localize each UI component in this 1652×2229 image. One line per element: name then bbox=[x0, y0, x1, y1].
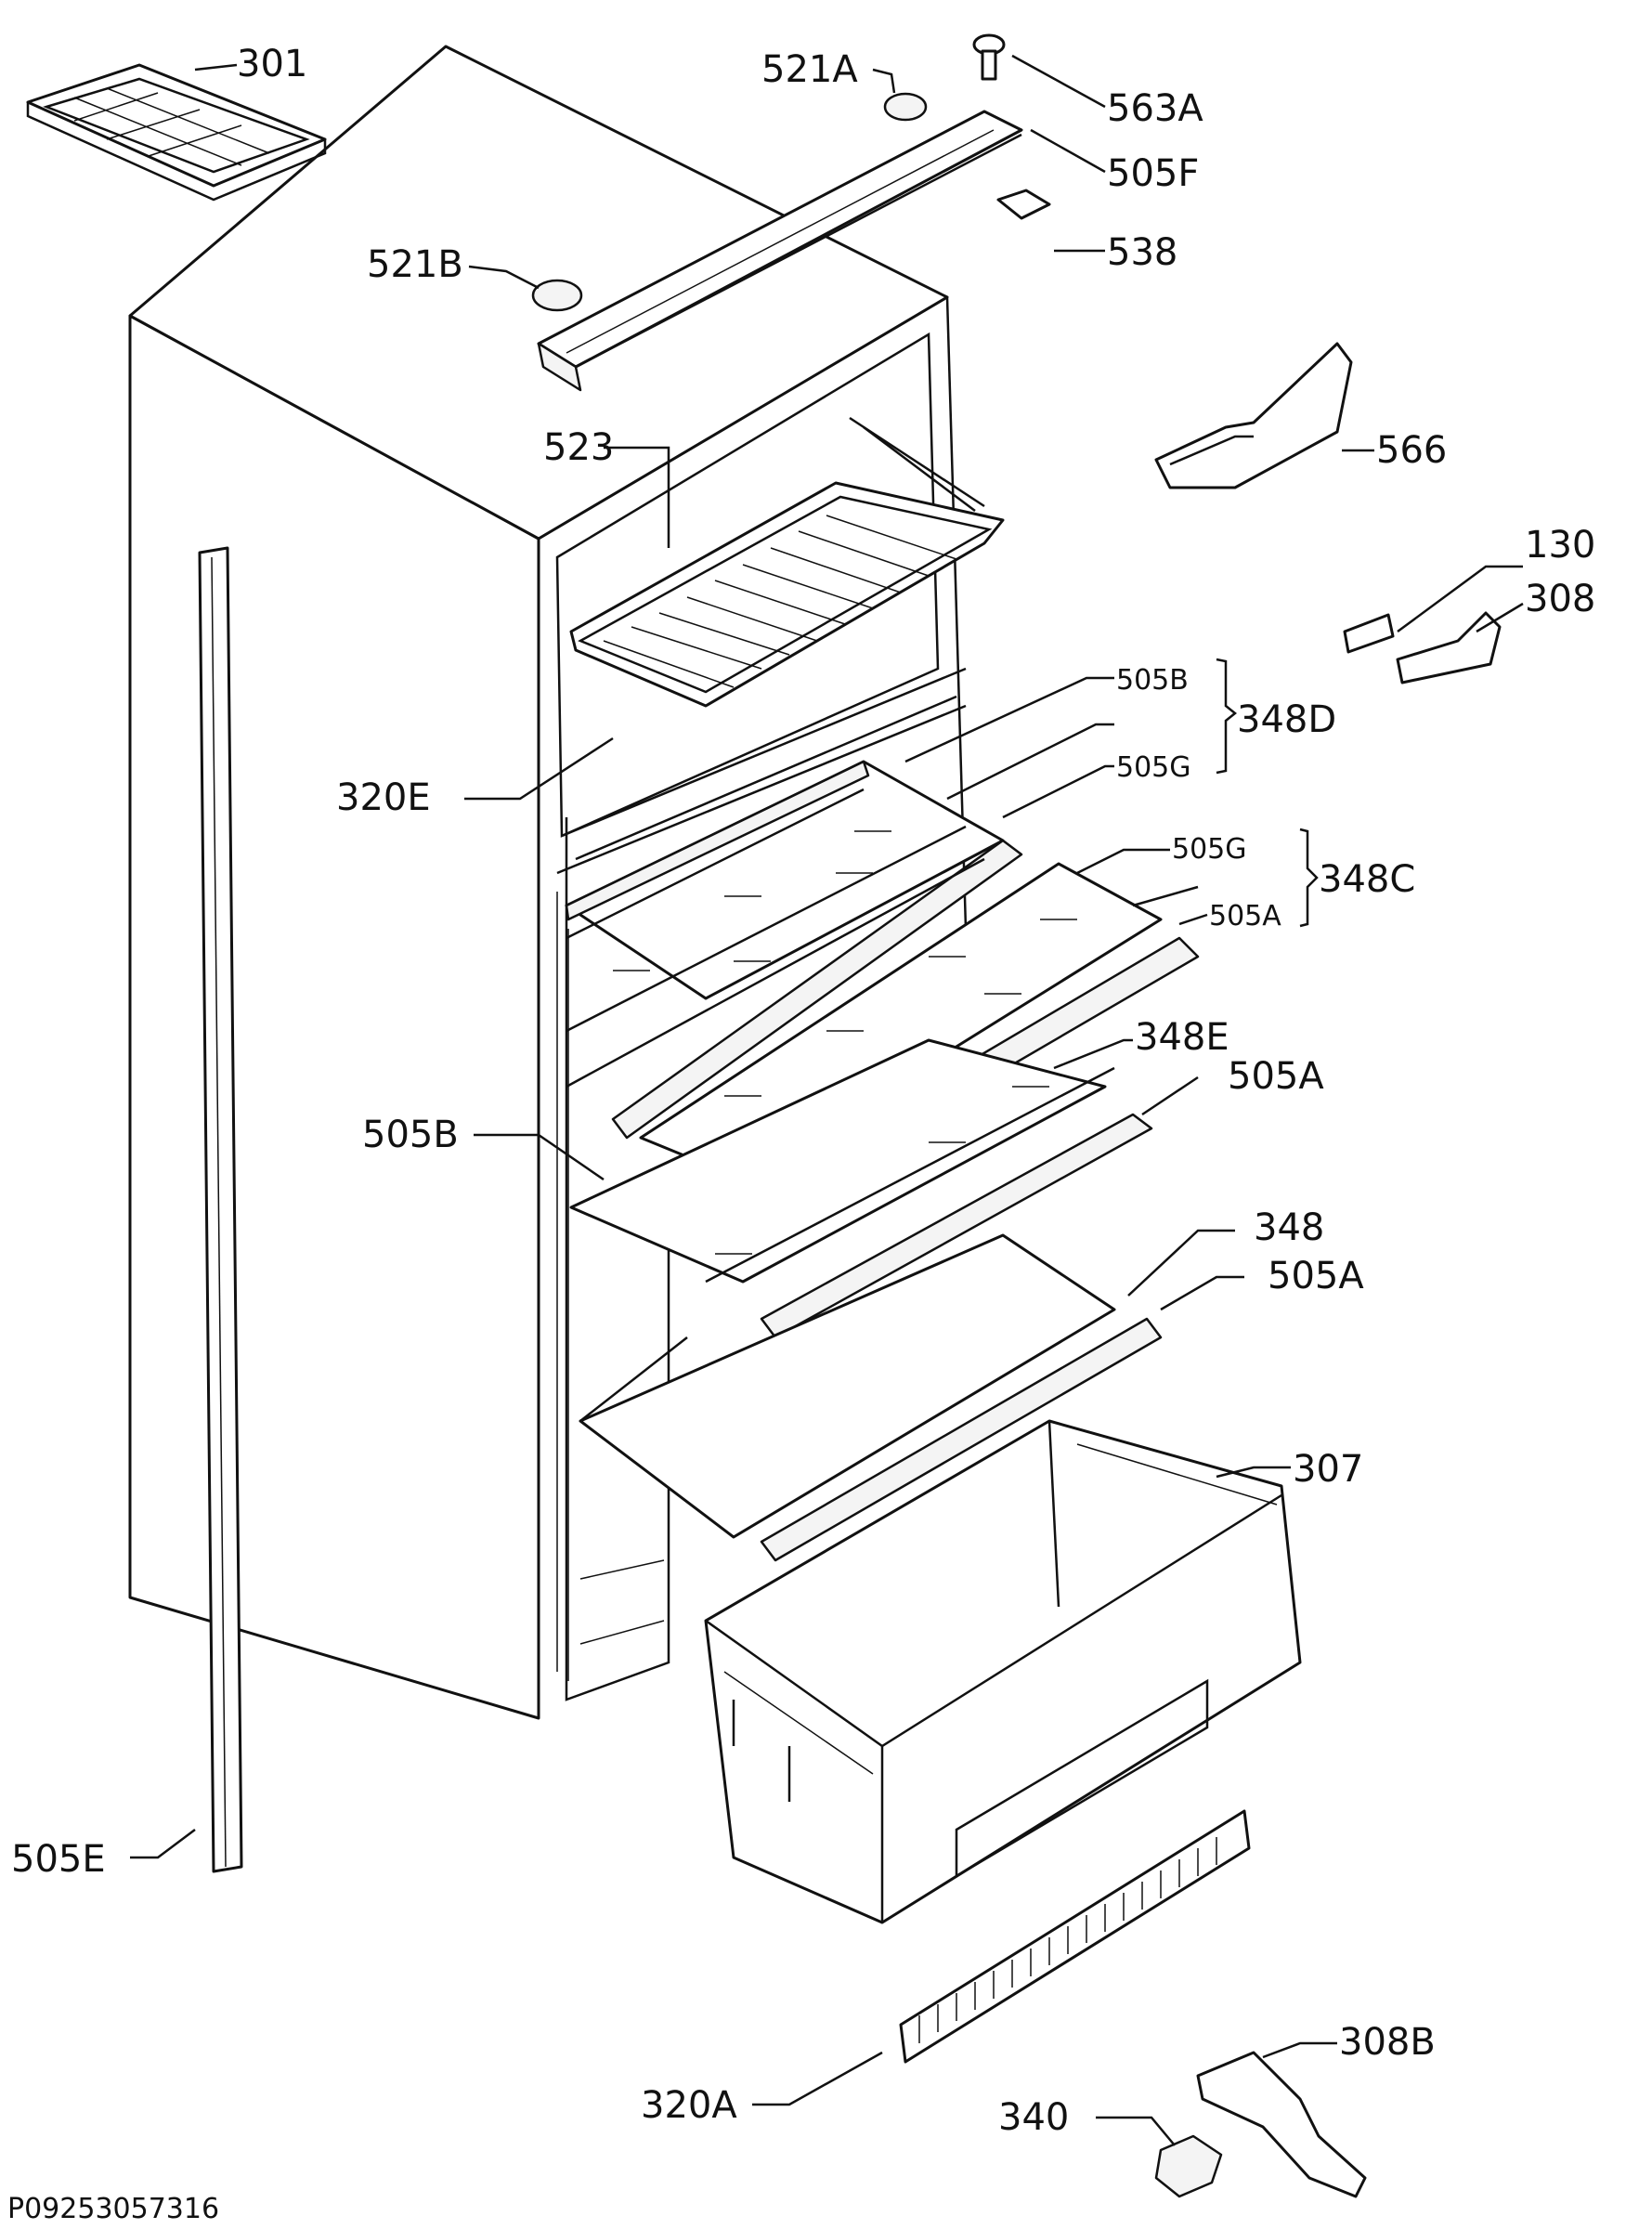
part-labels: 301 521A 563A 505F 538 521B 523 566 130 … bbox=[7, 43, 1595, 2225]
label-505g-1: 505G bbox=[1116, 751, 1191, 784]
glass-shelf-348 bbox=[579, 1233, 1163, 1562]
label-521a: 521A bbox=[761, 48, 858, 91]
crisper-drawer-307 bbox=[704, 1419, 1302, 1924]
label-563a: 563A bbox=[1107, 87, 1203, 130]
label-308: 308 bbox=[1525, 578, 1595, 620]
label-348e: 348E bbox=[1135, 1016, 1229, 1059]
label-505a-1: 505A bbox=[1209, 900, 1281, 932]
cap-521a bbox=[883, 92, 928, 122]
label-505b: 505B bbox=[362, 1114, 459, 1156]
label-320e: 320E bbox=[336, 776, 431, 819]
hinge-308 bbox=[1396, 611, 1502, 684]
label-308b: 308B bbox=[1339, 2021, 1436, 2064]
label-130: 130 bbox=[1525, 524, 1595, 567]
label-348c: 348C bbox=[1319, 858, 1415, 901]
label-505a-3: 505A bbox=[1268, 1255, 1364, 1297]
kickplate-grille-320a bbox=[899, 1809, 1251, 2064]
screw-563a bbox=[972, 33, 1006, 81]
cap-521b bbox=[531, 279, 583, 312]
label-348: 348 bbox=[1254, 1206, 1324, 1249]
label-348d: 348D bbox=[1237, 698, 1336, 741]
ice-tray-301 bbox=[26, 63, 327, 202]
top-rail-505f bbox=[537, 110, 1023, 392]
label-538: 538 bbox=[1107, 231, 1177, 274]
label-505e: 505E bbox=[11, 1838, 106, 1881]
drawing-code: P09253057316 bbox=[7, 2193, 219, 2225]
glass-shelf-348e bbox=[569, 1038, 1153, 1339]
label-320a: 320A bbox=[641, 2084, 737, 2127]
leader-lines bbox=[130, 54, 1524, 2146]
door-seal-505e bbox=[198, 546, 243, 1873]
freezer-shelf-523 bbox=[569, 416, 1005, 708]
label-505a-2: 505A bbox=[1228, 1055, 1324, 1098]
block-340 bbox=[1154, 2134, 1223, 2198]
label-340: 340 bbox=[998, 2096, 1069, 2139]
hinge-308b bbox=[1196, 2051, 1367, 2198]
plate-130 bbox=[1343, 613, 1395, 654]
label-566: 566 bbox=[1376, 429, 1447, 472]
bracket-538 bbox=[996, 189, 1051, 220]
label-521b: 521B bbox=[367, 243, 463, 286]
label-523: 523 bbox=[543, 426, 614, 469]
label-505g-2: 505G bbox=[1172, 833, 1247, 866]
label-307: 307 bbox=[1293, 1448, 1363, 1491]
label-505f: 505F bbox=[1107, 152, 1199, 195]
label-505b-top: 505B bbox=[1116, 664, 1189, 697]
label-301: 301 bbox=[237, 43, 307, 85]
handle-566 bbox=[1154, 342, 1353, 489]
